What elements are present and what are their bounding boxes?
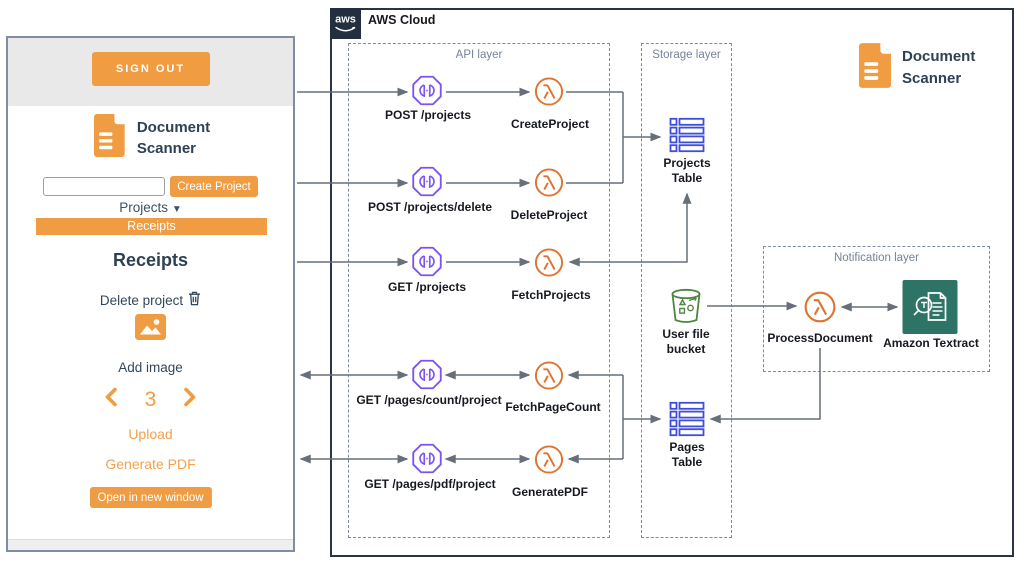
api-route-label: POST /projects (384, 108, 472, 122)
storage-layer-label: Storage layer (652, 49, 721, 61)
s3-bucket-icon (667, 287, 705, 330)
image-thumbnail (8, 314, 293, 345)
svg-text:aws: aws (335, 14, 356, 26)
app-footer-bar (8, 539, 293, 550)
api-gateway-icon (411, 165, 444, 203)
pages-table-label: Pages Table (669, 440, 705, 469)
lambda-label: CreateProject (510, 117, 590, 131)
api-gateway-icon (411, 245, 444, 283)
aws-logo-icon: aws (330, 8, 361, 39)
api-route-label: GET /projects (387, 280, 467, 294)
aws-cloud-label: AWS Cloud (368, 13, 436, 27)
chevron-down-icon: ▼ (171, 204, 182, 215)
page-navigator: 3 (8, 387, 293, 412)
app-brand: Document Scanner (91, 113, 210, 163)
dynamodb-table-icon (669, 401, 705, 442)
api-route-label: GET /pages/pdf/project (364, 477, 496, 491)
lambda-label: DeleteProject (510, 208, 588, 222)
page-number: 3 (144, 387, 157, 411)
projects-dropdown[interactable]: Projects ▼ (119, 200, 182, 215)
project-name-input[interactable] (43, 177, 166, 196)
aws-cloud-box (330, 8, 1014, 557)
create-project-row: Create Project (8, 176, 293, 197)
user-file-bucket-label: User file bucket (662, 327, 710, 356)
storage-layer-box: Storage layer (641, 43, 732, 538)
lambda-icon (534, 360, 565, 396)
amazon-textract-icon (902, 280, 958, 339)
projects-table-label: Projects Table (663, 156, 711, 185)
lambda-icon (534, 247, 565, 283)
document-scanner-title: Document Scanner (902, 48, 976, 87)
app-panel: SIGN OUT Document Scanner Create Project (6, 36, 295, 552)
lambda-icon (803, 290, 837, 329)
chevron-right-icon[interactable] (183, 387, 197, 412)
document-scanner-icon (91, 113, 127, 163)
api-route-label: GET /pages/count/project (356, 393, 502, 407)
generate-pdf-button[interactable]: Generate PDF (105, 456, 196, 472)
api-layer-label: API layer (455, 49, 503, 61)
api-layer-box: API layer (348, 43, 610, 538)
create-project-button[interactable]: Create Project (170, 176, 258, 197)
delete-project-button[interactable]: Delete project (8, 291, 293, 309)
dynamodb-table-icon (669, 117, 705, 158)
app-title: Document Scanner (136, 119, 211, 157)
chevron-left-icon[interactable] (104, 387, 118, 412)
upload-button[interactable]: Upload (128, 426, 173, 442)
lambda-icon (534, 167, 565, 203)
notification-layer-box: Notification layer (763, 246, 990, 372)
lambda-label: FetchProjects (511, 288, 591, 302)
api-route-label: POST /projects/delete (367, 200, 493, 214)
api-gateway-icon (411, 358, 444, 396)
notification-layer-label: Notification layer (833, 252, 919, 264)
sign-out-button[interactable]: SIGN OUT (91, 52, 210, 86)
amazon-textract-label: Amazon Textract (883, 336, 979, 350)
image-icon (135, 314, 166, 345)
open-in-new-window-button[interactable]: Open in new window (89, 487, 212, 508)
lambda-label: GeneratePDF (511, 485, 589, 499)
lambda-icon (534, 76, 565, 112)
add-image-button[interactable]: Add image (118, 360, 183, 375)
api-gateway-icon (411, 74, 444, 112)
document-scanner-icon (857, 42, 894, 94)
trash-icon (188, 291, 201, 309)
process-document-label: ProcessDocument (767, 331, 873, 345)
lambda-icon (534, 444, 565, 480)
project-list-item-receipts[interactable]: Receipts (36, 218, 267, 235)
lambda-label: FetchPageCount (505, 400, 601, 414)
api-gateway-icon (411, 442, 444, 480)
project-title: Receipts (112, 250, 189, 270)
